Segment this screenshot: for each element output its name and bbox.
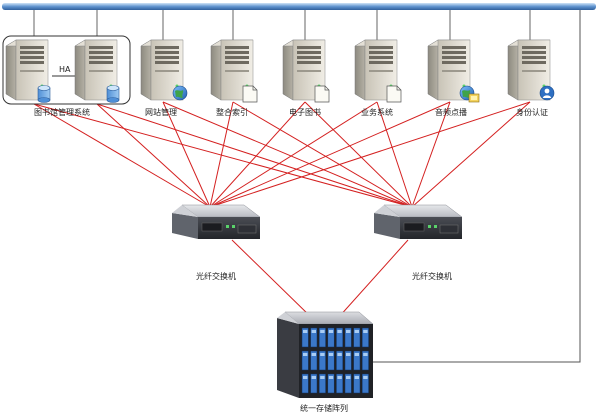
server-label-biz: 业务系统 — [361, 108, 393, 117]
server-label-index: 整合索引 — [216, 108, 248, 117]
globe-folder-icon — [459, 85, 480, 103]
cluster-frame — [2, 35, 131, 105]
fc-switch-1 — [172, 204, 261, 239]
fc-links — [33, 101, 531, 319]
switch-label-2: 光纤交换机 — [412, 272, 452, 281]
db-icon — [106, 85, 120, 103]
server-auth — [507, 39, 551, 101]
server-badges — [37, 85, 555, 103]
cluster-label: 图书馆管理系统 — [34, 108, 90, 117]
ha-label: HA — [59, 65, 71, 74]
server-label-auth: 身份认证 — [516, 108, 548, 117]
user-icon — [539, 85, 555, 101]
document-icon — [386, 85, 402, 103]
fc-switch-2 — [374, 204, 463, 239]
storage-network-link — [372, 10, 581, 363]
storage-array — [277, 311, 374, 398]
db-icon — [37, 85, 51, 103]
server-group — [5, 39, 551, 101]
document-icon — [242, 85, 258, 103]
document-icon — [314, 85, 330, 103]
server-elib — [282, 39, 326, 101]
server-label-web: 网站管理 — [145, 108, 177, 117]
globe-icon — [172, 85, 188, 101]
server-index — [210, 39, 254, 101]
server-lib-b — [74, 39, 118, 101]
storage-label: 统一存储阵列 — [300, 404, 348, 413]
server-label-vod: 音频点播 — [435, 108, 467, 117]
server-label-elib: 电子图书 — [289, 108, 321, 117]
network-bus — [2, 3, 596, 10]
switch-label-1: 光纤交换机 — [196, 272, 236, 281]
network-drop-lines — [33, 10, 531, 40]
